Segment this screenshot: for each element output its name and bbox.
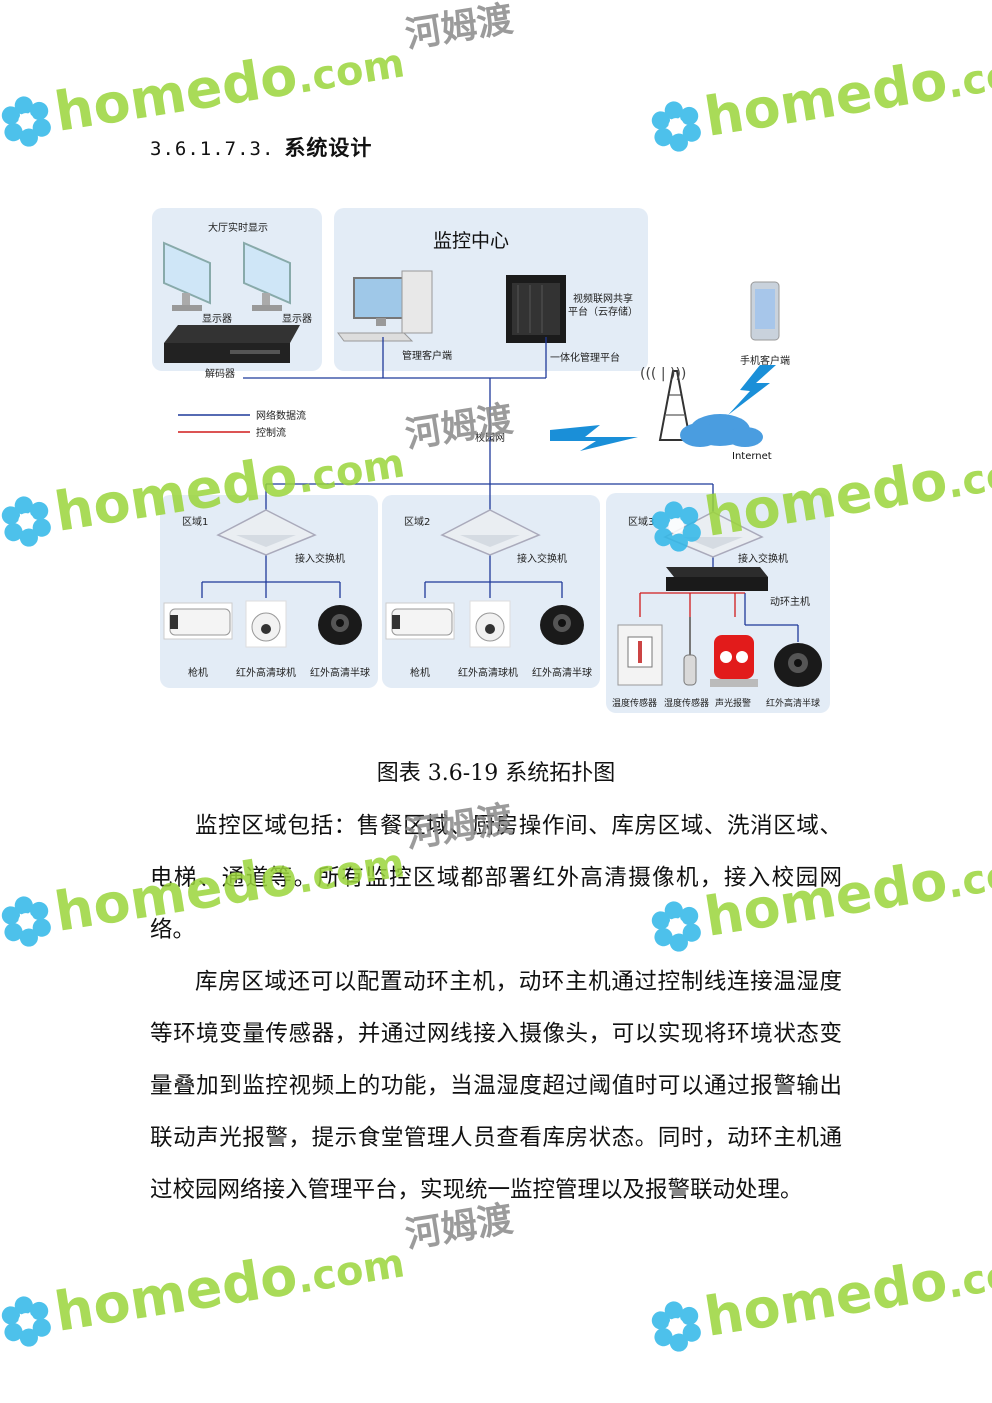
monitor-icon bbox=[243, 241, 291, 311]
half-dome-camera-icon bbox=[774, 643, 822, 687]
flower-logo-icon bbox=[1, 1296, 51, 1348]
bullet-cam-label: 枪机 bbox=[410, 666, 430, 679]
integrated-label: 一体化管理平台 bbox=[550, 351, 620, 364]
flower-logo-icon bbox=[1, 96, 51, 148]
internet-label: Internet bbox=[732, 451, 772, 462]
bullet-camera-icon bbox=[385, 602, 455, 640]
paragraph: 监控区域包括：售餐区域、厨房操作间、库房区域、洗消区域、电梯、通道等。所有监控区… bbox=[150, 813, 842, 943]
flower-logo-icon bbox=[651, 101, 701, 153]
zone3-label: 区域3 bbox=[628, 515, 654, 528]
half-dome-camera-icon bbox=[540, 605, 584, 645]
watermark: homedo.com bbox=[645, 1232, 992, 1358]
monitor-icon bbox=[163, 241, 211, 311]
dome-camera-icon bbox=[245, 600, 287, 648]
switch-label: 接入交换机 bbox=[517, 552, 567, 565]
server-icon bbox=[506, 275, 566, 343]
platform-line2: 平台（云存储） bbox=[568, 305, 638, 318]
watermark: homedo.com河姆渡 bbox=[0, 1199, 521, 1353]
decoder-label: 解码器 bbox=[205, 367, 235, 380]
network-lines bbox=[201, 337, 799, 642]
dome-cam-label: 红外高清球机 bbox=[458, 666, 518, 679]
control-lines bbox=[639, 592, 745, 617]
half-dome-camera-icon bbox=[318, 605, 362, 645]
watermark-suffix: .com bbox=[293, 40, 408, 103]
zone2-label: 区域2 bbox=[404, 515, 430, 528]
paragraph: 库房区域还可以配置动环主机，动环主机通过控制线连接温湿度等环境变量传感器，并通过… bbox=[150, 969, 842, 1203]
watermark-suffix: .com bbox=[943, 445, 992, 508]
topology-diagram: 大厅实时显示 显示器 显示器 解码器 监控中心 管理客户端 视频联网共享 平台（… bbox=[150, 205, 840, 720]
switch-label: 接入交换机 bbox=[295, 552, 345, 565]
topology-svg: 大厅实时显示 显示器 显示器 解码器 监控中心 管理客户端 视频联网共享 平台（… bbox=[152, 208, 830, 713]
section-number: 3.6.1.7.3. bbox=[150, 138, 275, 160]
humid-sensor-label: 湿度传感器 bbox=[664, 697, 709, 709]
half-dome-label: 红外高清半球 bbox=[532, 666, 592, 679]
mobile-label: 手机客户端 bbox=[740, 354, 790, 367]
lightning-icon bbox=[550, 425, 638, 451]
flower-logo-icon bbox=[1, 496, 51, 548]
temp-sensor-icon bbox=[617, 624, 663, 686]
pc-icon bbox=[337, 270, 433, 342]
switch-icon bbox=[440, 509, 541, 556]
watermark-brand: homedo bbox=[700, 1248, 952, 1349]
lightning-icon bbox=[728, 365, 776, 415]
body-text: 监控区域包括：售餐区域、厨房操作间、库房区域、洗消区域、电梯、通道等。所有监控区… bbox=[150, 800, 842, 1216]
half-dome-label: 红外高清半球 bbox=[310, 666, 370, 679]
monitor-label: 显示器 bbox=[202, 313, 232, 325]
hall-title: 大厅实时显示 bbox=[208, 221, 268, 234]
bullet-cam-label: 枪机 bbox=[188, 666, 208, 679]
dome-camera-icon bbox=[469, 600, 511, 648]
monitor-label: 显示器 bbox=[282, 313, 312, 325]
flower-logo-icon bbox=[651, 1301, 701, 1353]
flower-logo-icon bbox=[1, 896, 51, 948]
section-title: 系统设计 bbox=[284, 136, 373, 160]
zone2-panel bbox=[382, 495, 600, 688]
half-dome-label: 红外高清半球 bbox=[766, 697, 820, 709]
zone1-panel bbox=[160, 495, 378, 688]
watermark-cn: 河姆渡 bbox=[402, 0, 516, 57]
client-label: 管理客户端 bbox=[402, 349, 452, 362]
decoder-icon bbox=[164, 325, 300, 363]
env-host-icon bbox=[666, 567, 768, 591]
dome-cam-label: 红外高清球机 bbox=[236, 666, 296, 679]
legend-control-label: 控制流 bbox=[256, 426, 286, 439]
figure-caption: 图表 3.6-19 系统拓扑图 bbox=[376, 761, 616, 786]
env-host-label: 动环主机 bbox=[770, 595, 810, 608]
alarm-light-icon bbox=[710, 635, 758, 687]
watermark-suffix: .com bbox=[943, 845, 992, 908]
watermark-suffix: .com bbox=[293, 1240, 408, 1303]
watermark-brand: homedo bbox=[50, 43, 302, 144]
watermark-suffix: .com bbox=[943, 1245, 992, 1308]
center-title: 监控中心 bbox=[433, 230, 509, 252]
temp-sensor-label: 温度传感器 bbox=[612, 697, 657, 709]
watermark-suffix: .com bbox=[943, 45, 992, 108]
zone1-label: 区域1 bbox=[182, 515, 208, 528]
switch-label: 接入交换机 bbox=[738, 552, 788, 565]
alarm-label: 声光报警 bbox=[715, 697, 751, 709]
section-heading: 3.6.1.7.3. 系统设计 bbox=[150, 132, 372, 162]
campus-net-label: 校园网 bbox=[475, 431, 505, 444]
signal-icon: ((( | ))) bbox=[640, 366, 686, 382]
watermark-brand: homedo bbox=[50, 1243, 302, 1344]
legend-data-label: 网络数据流 bbox=[256, 409, 306, 422]
bullet-camera-icon bbox=[163, 602, 233, 640]
humidity-sensor-icon bbox=[683, 617, 697, 686]
phone-icon bbox=[750, 281, 780, 341]
watermark: homedo.com bbox=[645, 32, 992, 158]
switch-icon bbox=[216, 509, 317, 556]
platform-line1: 视频联网共享 bbox=[573, 292, 633, 305]
cloud-icon bbox=[680, 414, 763, 447]
watermark-brand: homedo bbox=[700, 48, 952, 149]
